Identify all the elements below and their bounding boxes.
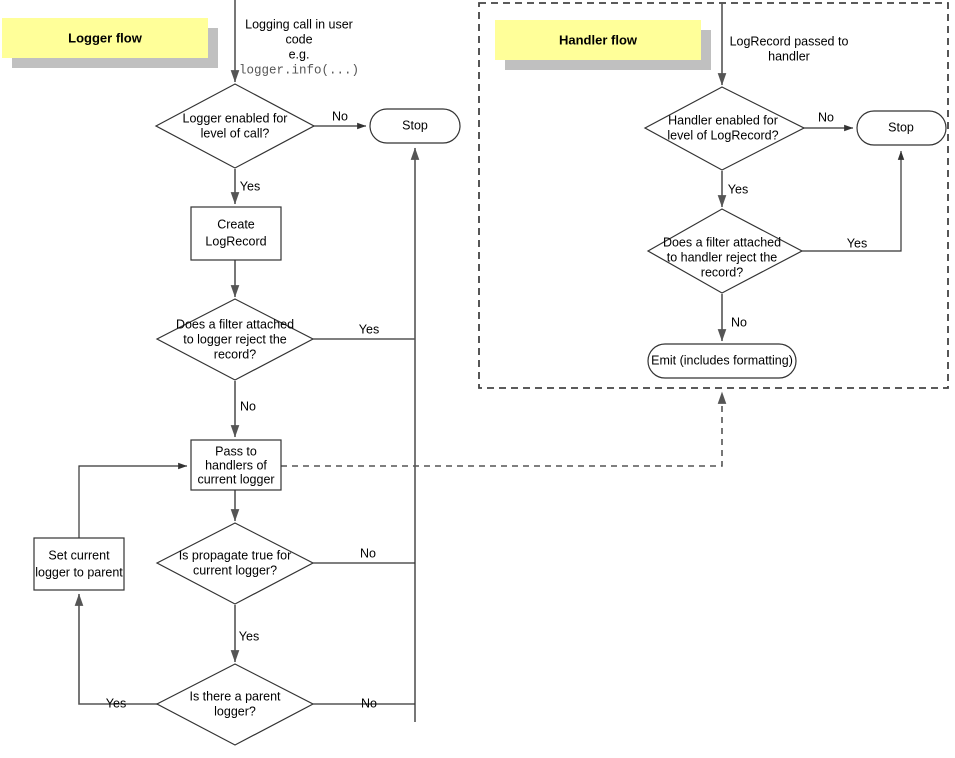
node-handler-filter-line1: Does a filter attached	[663, 235, 781, 249]
node-logger-stop-label: Stop	[402, 118, 428, 132]
edge-label-is-parent-yes: Yes	[106, 696, 126, 710]
node-emit[interactable]: Emit (includes formatting)	[647, 343, 797, 379]
node-is-propagate-line1: Is propagate true for	[179, 548, 292, 562]
node-logger-filter-line1: Does a filter attached	[176, 317, 294, 331]
handler-entry-caption-line1: LogRecord passed to	[730, 34, 849, 48]
node-pass-to-handlers[interactable]: Pass to handlers of current logger	[190, 439, 282, 491]
node-handler-filter-line2: to handler reject the	[667, 250, 778, 264]
node-logger-filter-line3: record?	[214, 347, 256, 361]
node-logger-filter[interactable]: Does a filter attached to logger reject …	[155, 298, 315, 381]
logger-entry-caption-code: logger.info(...)	[239, 63, 359, 77]
edge-pass-to-handler-flow-dashed	[281, 391, 727, 467]
handler-flow-banner-label: Handler flow	[559, 32, 638, 47]
node-handler-filter-diamond[interactable]	[646, 208, 804, 294]
node-pass-to-handlers-line2: handlers of	[205, 458, 267, 472]
node-is-propagate-diamond[interactable]	[155, 522, 315, 605]
edge-label-logger-filter-no: No	[240, 399, 256, 413]
node-handler-filter-line3: record?	[701, 265, 743, 279]
node-set-current-logger-line1: Set current	[48, 548, 110, 562]
edge-label-logger-enabled-no: No	[332, 109, 348, 123]
node-logger-enabled-line1: Logger enabled for	[183, 111, 288, 125]
logger-flow-banner-label: Logger flow	[68, 30, 143, 45]
handler-entry-caption-line2: handler	[768, 49, 810, 63]
node-logger-enabled[interactable]: Logger enabled for level of call?	[154, 83, 316, 169]
node-set-current-logger-to-parent-shape[interactable]	[33, 537, 125, 591]
node-handler-enabled-line2: level of LogRecord?	[667, 128, 778, 142]
node-is-parent-logger-diamond[interactable]	[155, 663, 315, 746]
edge-label-handler-filter-no: No	[731, 315, 747, 329]
node-create-logrecord-line2: LogRecord	[205, 234, 266, 248]
handler-flow-group-border	[478, 2, 949, 389]
node-handler-enabled-line1: Handler enabled for	[668, 113, 778, 127]
edge-label-logger-enabled-yes: Yes	[240, 179, 260, 193]
handler-flow-banner-box	[495, 20, 701, 60]
edge-is-parent-yes	[74, 593, 158, 705]
node-handler-enabled[interactable]: Handler enabled for level of LogRecord?	[643, 86, 806, 171]
node-is-parent-logger-line1: Is there a parent	[189, 689, 281, 703]
node-logger-stop[interactable]: Stop	[369, 108, 461, 144]
logger-entry-caption-line2: code	[285, 32, 312, 46]
node-logger-filter-diamond[interactable]	[155, 298, 315, 381]
node-logger-stop-shape[interactable]	[369, 108, 461, 144]
node-is-propagate[interactable]: Is propagate true for current logger?	[155, 522, 315, 605]
node-handler-stop-shape[interactable]	[856, 110, 947, 146]
node-emit-label: Emit (includes formatting)	[651, 353, 793, 367]
node-pass-to-handlers-line3: current logger	[197, 472, 274, 486]
logger-entry-caption: Logging call in user code e.g. logger.in…	[239, 17, 359, 77]
handler-flow-banner: Handler flow	[495, 20, 711, 70]
edge-label-handler-filter-yes: Yes	[847, 236, 867, 250]
node-handler-stop[interactable]: Stop	[856, 110, 947, 146]
node-handler-stop-label: Stop	[888, 120, 914, 134]
node-create-logrecord-shape[interactable]	[190, 206, 282, 261]
node-set-current-logger-line2: logger to parent	[35, 565, 123, 579]
edge-label-handler-enabled-no: No	[818, 110, 834, 124]
node-create-logrecord-line1: Create	[217, 217, 255, 231]
edge-label-handler-enabled-yes: Yes	[728, 182, 748, 196]
logger-entry-caption-line1: Logging call in user	[245, 17, 353, 31]
edge-set-parent-to-pass	[78, 462, 188, 538]
node-logger-enabled-line2: level of call?	[201, 126, 270, 140]
node-pass-to-handlers-line1: Pass to	[215, 444, 257, 458]
edge-label-propagate-yes: Yes	[239, 629, 259, 643]
handler-entry-caption: LogRecord passed to handler	[730, 34, 849, 63]
edge-label-propagate-no: No	[360, 546, 376, 560]
edge-handler-filter-yes	[802, 150, 905, 252]
node-set-current-logger-to-parent[interactable]: Set current logger to parent	[33, 537, 125, 591]
node-handler-filter[interactable]: Does a filter attached to handler reject…	[646, 208, 804, 294]
node-is-propagate-line2: current logger?	[193, 563, 277, 577]
logger-flow-banner-box	[2, 18, 208, 58]
node-logger-filter-line2: to logger reject the	[183, 332, 287, 346]
node-is-parent-logger[interactable]: Is there a parent logger?	[155, 663, 315, 746]
node-handler-enabled-diamond[interactable]	[643, 86, 806, 171]
node-emit-shape[interactable]	[647, 343, 797, 379]
node-is-parent-logger-line2: logger?	[214, 704, 256, 718]
edge-label-is-parent-no: No	[361, 696, 377, 710]
node-logger-enabled-diamond[interactable]	[154, 83, 316, 169]
edge-label-logger-filter-yes: Yes	[359, 322, 379, 336]
node-create-logrecord[interactable]: Create LogRecord	[190, 206, 282, 261]
node-pass-to-handlers-shape[interactable]	[190, 439, 282, 491]
logger-flow-banner: Logger flow	[2, 18, 218, 68]
logger-entry-caption-line3: e.g.	[289, 47, 310, 61]
